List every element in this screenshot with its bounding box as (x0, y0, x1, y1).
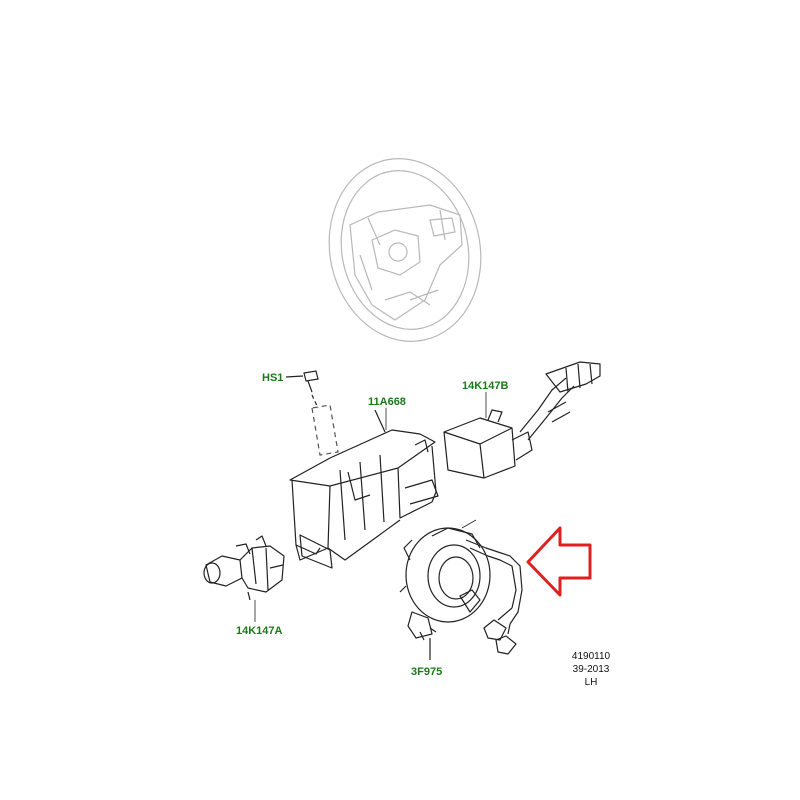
leader-lines (254, 392, 487, 622)
clockspring-3f975 (399, 527, 523, 660)
reference-date: 39-2013 (572, 664, 610, 675)
reference-number: 4190110 (571, 651, 611, 662)
bolt-hs1 (285, 370, 339, 456)
column-housing-11a668 (289, 409, 439, 569)
callout-3f975: 3F975 (411, 666, 443, 678)
left-pointing-outline-arrow-icon (526, 526, 592, 597)
switch-14k147a (203, 535, 285, 601)
reference-side: LH (584, 677, 598, 688)
steering-wheel-ghost (328, 158, 482, 342)
callout-hs1: HS1 (262, 372, 284, 384)
callout-14k147b: 14K147B (462, 380, 509, 392)
callout-11a668: 11A668 (368, 396, 406, 408)
stalk-switch-14k147b (443, 361, 601, 479)
callout-14k147a: 14K147A (236, 625, 283, 637)
reference-block: 4190110 39-2013 LH (568, 650, 614, 689)
